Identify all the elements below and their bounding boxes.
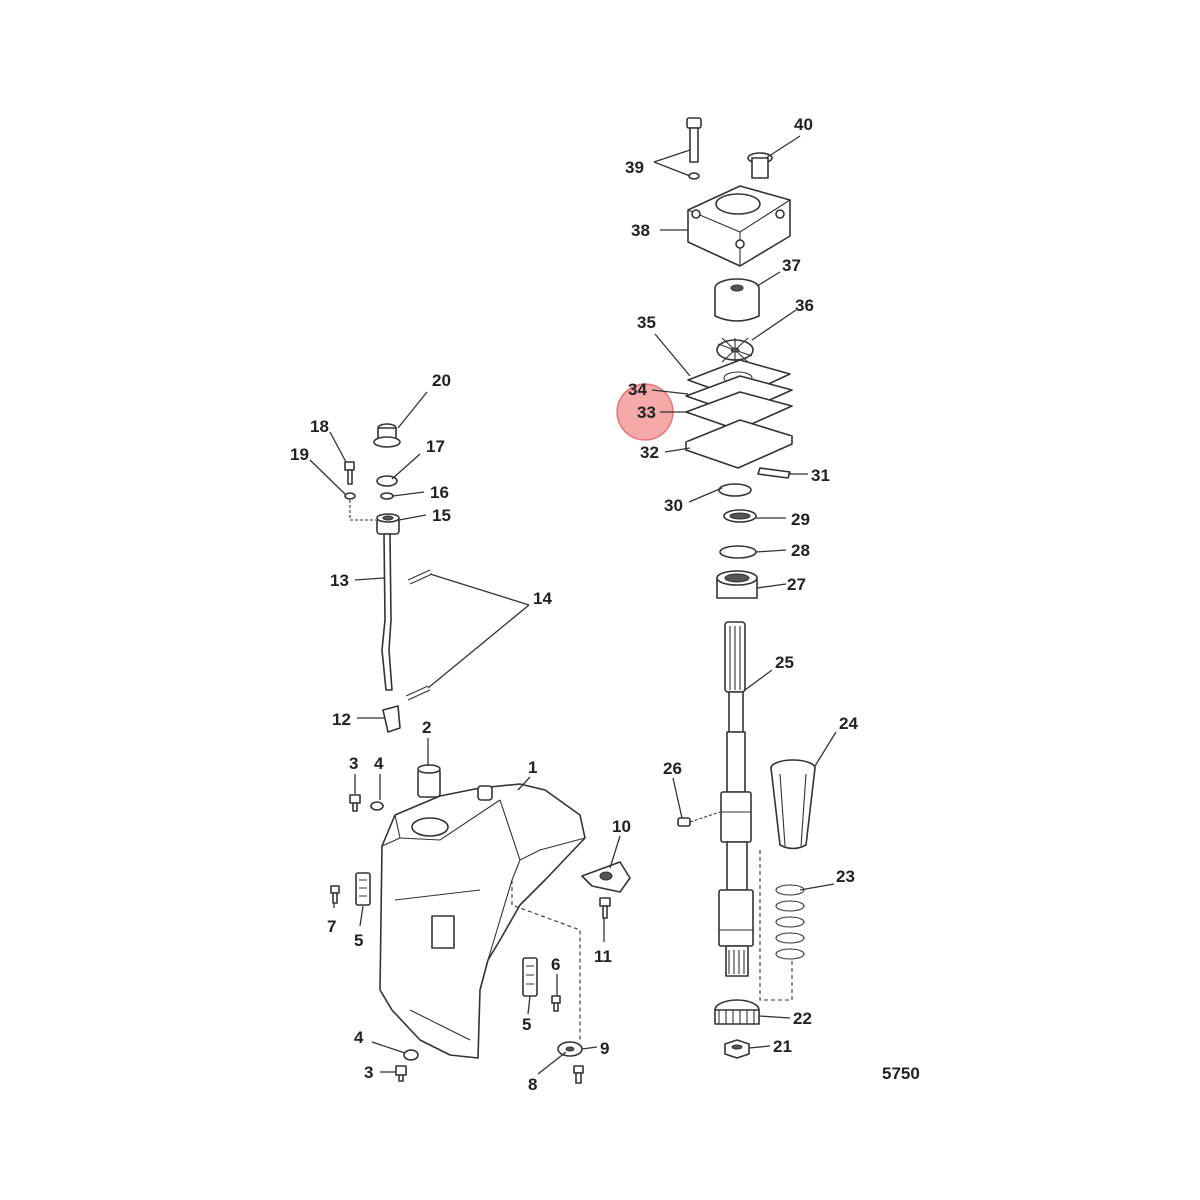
part-32-plate[interactable] bbox=[685, 419, 793, 469]
label-part-37: 37 bbox=[782, 256, 801, 275]
label-part-25: 25 bbox=[775, 653, 794, 672]
part-33-gasket[interactable] bbox=[685, 391, 793, 431]
label-part-22: 22 bbox=[793, 1009, 812, 1028]
label-part-35: 35 bbox=[637, 313, 656, 332]
label-part-24: 24 bbox=[839, 714, 858, 733]
label-part-39: 39 bbox=[625, 158, 644, 177]
part-10-trim-tab[interactable] bbox=[581, 861, 631, 893]
part-23-spring[interactable] bbox=[775, 884, 805, 960]
label-part-33: 33 bbox=[637, 403, 656, 422]
label-part-30: 30 bbox=[664, 496, 683, 515]
label-part-40: 40 bbox=[794, 115, 813, 134]
label-part-32: 32 bbox=[640, 443, 659, 462]
part-37-insert[interactable] bbox=[714, 278, 760, 322]
label-part-10: 10 bbox=[612, 817, 631, 836]
label-part-4-lower: 4 bbox=[354, 1028, 364, 1047]
label-part-26: 26 bbox=[663, 759, 682, 778]
part-16-o-ring[interactable] bbox=[380, 492, 394, 500]
leader-lines bbox=[309, 135, 837, 1075]
label-part-19: 19 bbox=[290, 445, 309, 464]
part-7-screw[interactable] bbox=[330, 885, 340, 904]
part-31-dowel[interactable] bbox=[757, 467, 791, 479]
label-part-17: 17 bbox=[426, 437, 445, 456]
label-part-14: 14 bbox=[533, 589, 552, 608]
label-part-29: 29 bbox=[791, 510, 810, 529]
part-22-pinion-gear[interactable] bbox=[714, 999, 760, 1025]
label-part-9: 9 bbox=[600, 1039, 609, 1058]
label-part-8: 8 bbox=[528, 1075, 537, 1094]
part-20-cap[interactable] bbox=[373, 423, 401, 448]
part-3-bolt-upper[interactable] bbox=[349, 794, 361, 812]
part-8-washer[interactable] bbox=[557, 1041, 583, 1057]
part-2-sleeve[interactable] bbox=[417, 764, 441, 798]
part-1-gear-housing[interactable] bbox=[379, 783, 586, 1059]
label-part-6: 6 bbox=[551, 955, 560, 974]
label-part-1: 1 bbox=[528, 758, 537, 777]
part-29-oil-seal[interactable] bbox=[723, 509, 757, 523]
label-part-11: 11 bbox=[594, 947, 612, 966]
part-38-pump-housing[interactable] bbox=[687, 185, 791, 267]
label-part-27: 27 bbox=[787, 575, 806, 594]
part-6-screw[interactable] bbox=[551, 995, 561, 1012]
part-5-anode-lower[interactable] bbox=[522, 957, 538, 997]
label-part-20: 20 bbox=[432, 371, 451, 390]
part-40-grommet[interactable] bbox=[747, 152, 773, 179]
part-21-nut[interactable] bbox=[724, 1039, 750, 1059]
figure-number: 5750 bbox=[882, 1064, 920, 1083]
part-15-bushing[interactable] bbox=[376, 513, 400, 535]
label-part-21: 21 bbox=[773, 1037, 792, 1056]
part-18-screw[interactable] bbox=[344, 461, 355, 485]
label-part-12: 12 bbox=[332, 710, 351, 729]
part-5-anode-upper[interactable] bbox=[355, 872, 371, 906]
label-part-34: 34 bbox=[628, 380, 647, 399]
label-part-13: 13 bbox=[330, 571, 349, 590]
label-part-28: 28 bbox=[791, 541, 810, 560]
label-part-38: 38 bbox=[631, 221, 650, 240]
part-25-driveshaft[interactable] bbox=[718, 621, 754, 977]
part-30-o-ring[interactable] bbox=[718, 483, 752, 497]
label-part-3-upper: 3 bbox=[349, 754, 358, 773]
label-part-4-upper: 4 bbox=[374, 754, 384, 773]
label-part-3-lower: 3 bbox=[364, 1063, 373, 1082]
part-14-clips[interactable] bbox=[405, 569, 433, 701]
part-3-bolt-lower[interactable] bbox=[395, 1065, 407, 1082]
part-28-ring[interactable] bbox=[719, 545, 757, 559]
label-part-15: 15 bbox=[432, 506, 451, 525]
label-part-5-lower: 5 bbox=[522, 1015, 531, 1034]
label-part-16: 16 bbox=[430, 483, 449, 502]
label-part-5-upper: 5 bbox=[354, 931, 363, 950]
label-part-7: 7 bbox=[327, 917, 336, 936]
part-4-washer-upper[interactable] bbox=[370, 801, 384, 811]
label-part-18: 18 bbox=[310, 417, 329, 436]
part-13-shift-rod[interactable] bbox=[381, 533, 393, 691]
label-part-23: 23 bbox=[836, 867, 855, 886]
part-36-impeller[interactable] bbox=[716, 337, 754, 363]
label-part-31: 31 bbox=[811, 466, 830, 485]
label-part-2: 2 bbox=[422, 718, 431, 737]
part-19-washer[interactable] bbox=[344, 492, 356, 500]
part-39-bolt[interactable] bbox=[686, 117, 702, 180]
part-11-bolt[interactable] bbox=[599, 897, 611, 919]
part-12-coupler[interactable] bbox=[382, 705, 401, 733]
label-part-36: 36 bbox=[795, 296, 814, 315]
part-27-bearing[interactable] bbox=[716, 570, 758, 599]
part-4-washer-lower[interactable] bbox=[403, 1049, 419, 1061]
part-9-screw[interactable] bbox=[573, 1065, 584, 1084]
part-24-sleeve[interactable] bbox=[770, 759, 816, 850]
part-26-key[interactable] bbox=[677, 817, 691, 827]
